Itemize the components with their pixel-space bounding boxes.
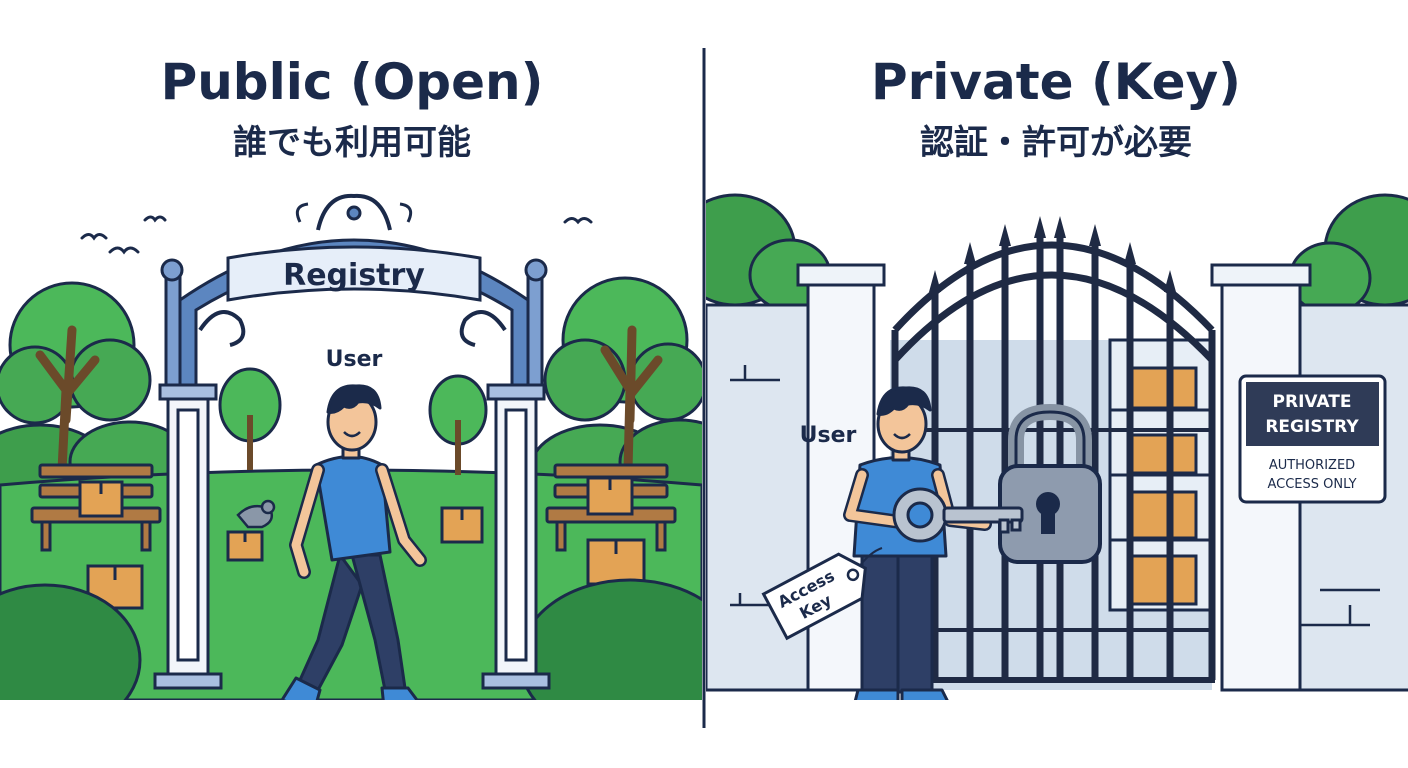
private-scene: User: [706, 180, 1408, 700]
gate-pillar: [796, 263, 1312, 692]
private-title: Private (Key): [870, 53, 1242, 111]
tree-icon: [0, 281, 152, 475]
access-key-tag: Access Key: [761, 552, 867, 641]
public-subtitle: 誰でも利用可能: [233, 123, 471, 163]
key-icon: [892, 487, 1024, 543]
package-box-icon: [1130, 366, 1198, 606]
package-box-icon: [78, 476, 646, 610]
foreground-bushes: [0, 578, 702, 700]
sign-title-line-1: PRIVATE: [1273, 392, 1352, 412]
public-user-label: User: [326, 347, 383, 372]
private-user-label: User: [800, 423, 857, 448]
padlock-icon: [998, 403, 1102, 564]
public-scene: Registry User: [0, 180, 702, 700]
private-registry-sign: PRIVATE REGISTRY AUTHORIZED ACCESS ONLY: [1238, 374, 1387, 504]
registry-arch-label: Registry: [283, 258, 425, 293]
walking-user-figure: [280, 384, 427, 700]
registry-arch: [153, 193, 551, 690]
tree-icon: [218, 367, 488, 475]
public-title: Public (Open): [160, 53, 544, 111]
pigeon-icon: [236, 499, 276, 529]
sign-note-line-1: AUTHORIZED: [1269, 458, 1355, 473]
sign-note-line-2: ACCESS ONLY: [1267, 477, 1356, 492]
private-subtitle: 認証・許可が必要: [920, 123, 1192, 163]
birds-icon: [80, 215, 593, 255]
gate-spikes: [929, 216, 1176, 292]
tree-icon: [543, 276, 702, 475]
sign-title-line-2: REGISTRY: [1265, 417, 1359, 437]
